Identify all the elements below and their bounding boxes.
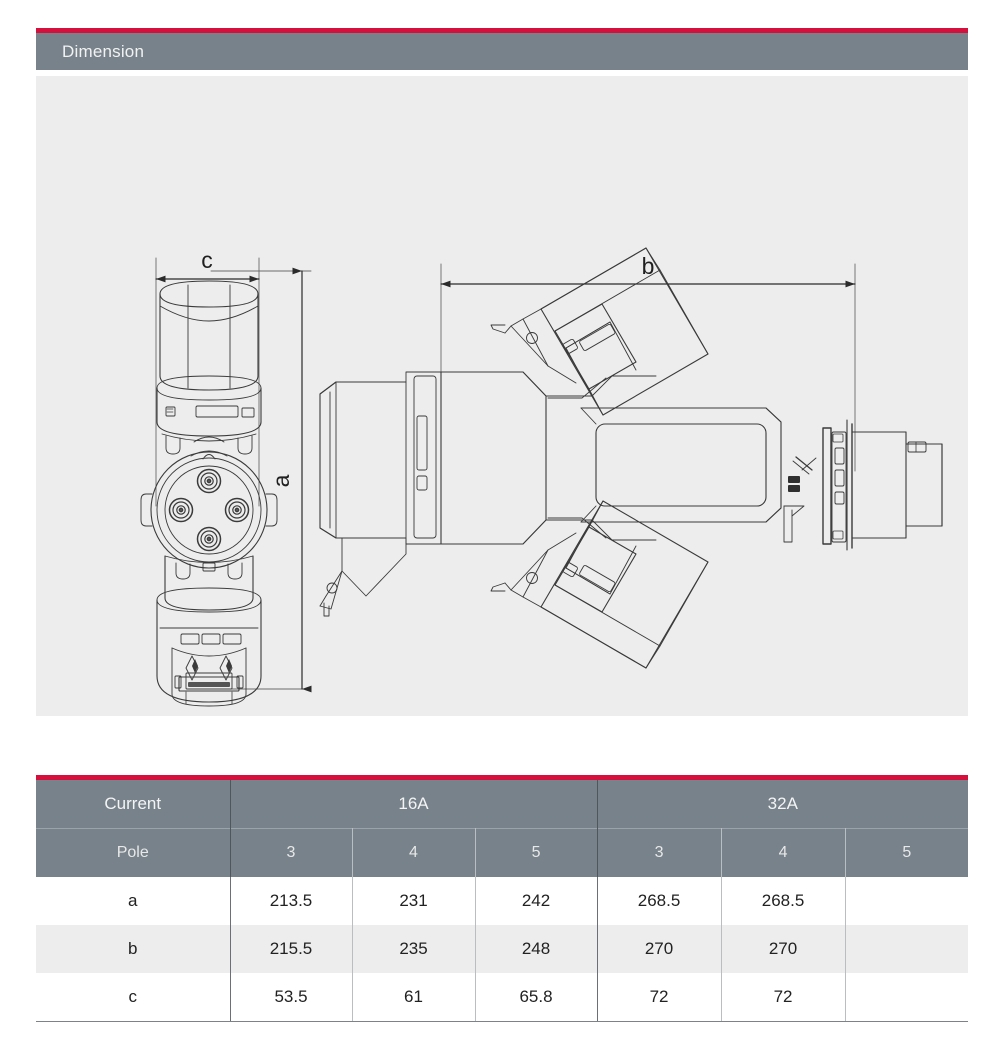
drawing-panel: c b a — [36, 76, 968, 716]
cell-c-16a-3: 53.5 — [229, 973, 352, 1022]
cell-b-16a-5: 248 — [474, 925, 598, 973]
table-header-current-row: Current 16A 32A — [36, 780, 969, 829]
dimension-table: Current 16A 32A Pole 3 4 5 3 4 5 a 213.5 — [36, 780, 969, 1022]
right-view-drawing — [319, 247, 943, 669]
header-pole-32a-5: 5 — [844, 828, 969, 877]
dimension-section: Dimension — [36, 28, 968, 716]
header-pole-16a-4: 4 — [351, 828, 475, 877]
cell-b-16a-3: 215.5 — [229, 925, 352, 973]
table-header-pole-row: Pole 3 4 5 3 4 5 — [36, 828, 969, 877]
cell-a-16a-5: 242 — [474, 877, 598, 925]
cell-b-32a-5 — [844, 925, 969, 973]
cell-a-32a-4: 268.5 — [720, 877, 846, 925]
cell-a-16a-4: 231 — [351, 877, 475, 925]
table-row: a 213.5 231 242 268.5 268.5 — [36, 877, 969, 925]
dimension-label-a: a — [268, 474, 294, 487]
header-group-16a: 16A — [229, 780, 598, 829]
section-accent-bar — [36, 28, 968, 33]
header-pole-16a-5: 5 — [474, 828, 598, 877]
outlet-bottom — [490, 500, 709, 669]
cell-a-32a-3: 268.5 — [596, 877, 722, 925]
table-accent-bar — [36, 775, 968, 780]
outlet-left — [319, 371, 442, 617]
cell-c-32a-4: 72 — [720, 973, 846, 1022]
dimension-label-c: c — [201, 247, 213, 273]
cell-b-32a-4: 270 — [720, 925, 846, 973]
header-group-32a: 32A — [596, 780, 969, 829]
cell-a-16a-3: 213.5 — [229, 877, 352, 925]
outlet-top — [490, 247, 709, 416]
dimension-label-b: b — [642, 253, 655, 279]
left-view-drawing — [140, 257, 312, 707]
cell-a-32a-5 — [844, 877, 969, 925]
cell-b-32a-3: 270 — [596, 925, 722, 973]
header-pole-32a-3: 3 — [596, 828, 722, 877]
table-row: b 215.5 235 248 270 270 — [36, 925, 969, 973]
header-pole-label: Pole — [36, 828, 230, 877]
table-row: c 53.5 61 65.8 72 72 — [36, 973, 969, 1022]
header-pole-16a-3: 3 — [229, 828, 352, 877]
cell-c-16a-5: 65.8 — [474, 973, 598, 1022]
row-label-a: a — [36, 877, 230, 925]
cell-c-16a-4: 61 — [351, 973, 475, 1022]
cell-c-32a-3: 72 — [596, 973, 722, 1022]
technical-drawing: c b a — [140, 247, 943, 707]
row-label-b: b — [36, 925, 230, 973]
page-title: Dimension — [62, 41, 145, 61]
plug-end — [783, 419, 943, 551]
section-header: Dimension — [36, 33, 968, 70]
header-pole-32a-4: 4 — [720, 828, 846, 877]
row-label-c: c — [36, 973, 230, 1022]
header-current-label: Current — [36, 780, 230, 829]
cell-b-16a-4: 235 — [351, 925, 475, 973]
cell-c-32a-5 — [844, 973, 969, 1022]
dimension-table-section: Current 16A 32A Pole 3 4 5 3 4 5 a 213.5 — [36, 775, 969, 1022]
